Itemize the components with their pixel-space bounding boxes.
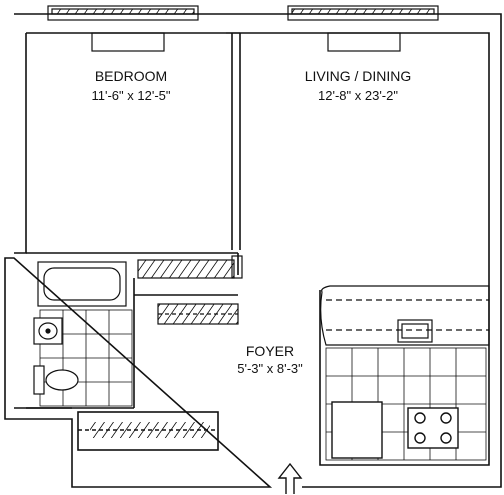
living-dining-name: LIVING / DINING xyxy=(304,68,412,84)
closet-bottom-hatch xyxy=(90,422,210,438)
toilet xyxy=(33,365,79,395)
sink xyxy=(33,317,63,345)
kitchen-counter xyxy=(320,285,490,346)
refrigerator xyxy=(331,401,383,459)
bathroom-wall xyxy=(26,252,238,409)
kitchen-sink xyxy=(397,319,433,343)
living-window xyxy=(287,5,439,52)
closet-upper xyxy=(137,255,243,279)
exterior-wall-outer xyxy=(4,13,502,488)
foyer-name: FOYER xyxy=(245,343,295,359)
bathtub xyxy=(37,261,127,307)
living-dining-dimensions: 12'-8" x 23'-2" xyxy=(318,88,398,103)
stove xyxy=(407,407,459,449)
closet-middle xyxy=(157,303,239,325)
bedroom-dimensions: 11'-6" x 12'-5" xyxy=(91,88,171,103)
entrance-arrow-icon xyxy=(277,462,303,494)
bedroom-window xyxy=(47,5,199,52)
closet-bottom xyxy=(77,411,219,451)
foyer-dimensions: 5'-3" x 8'-3" xyxy=(237,361,303,376)
bedroom-name: BEDROOM xyxy=(94,68,168,84)
